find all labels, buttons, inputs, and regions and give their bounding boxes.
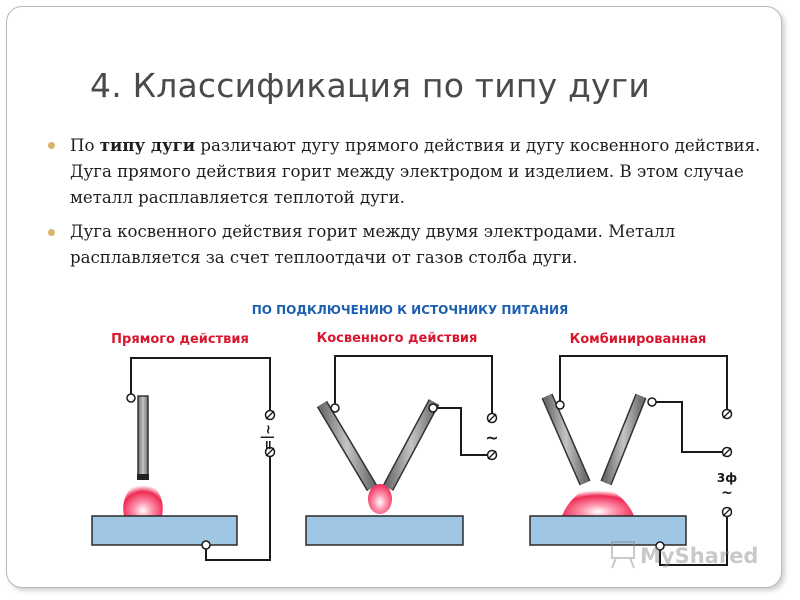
workpiece-indirect: [305, 515, 464, 546]
bullet-text-pre: По: [70, 136, 100, 155]
wire-combined: [559, 355, 728, 566]
terminal-node: [655, 541, 665, 551]
electrode-tip: [137, 474, 149, 480]
workpiece-combined: [529, 515, 687, 546]
electrode-left: [318, 401, 376, 491]
workpiece-direct: [91, 515, 238, 546]
presentation-icon: [611, 541, 635, 559]
bullet-dot-icon: [48, 142, 55, 149]
terminal-node: [330, 403, 340, 413]
terminal-node: [201, 540, 211, 550]
wire-direct: [130, 357, 271, 561]
terminal-node: [647, 397, 657, 407]
bullet-item: Дуга косвенного действия горит между дву…: [46, 219, 776, 271]
panel-label-combined: Комбинированная: [570, 332, 707, 347]
watermark: MyShared: [611, 541, 758, 569]
panel-label-direct: Прямого действия: [111, 332, 249, 347]
terminal-node: [126, 393, 136, 403]
arc-combined: [562, 486, 634, 516]
bullet-dot-icon: [48, 229, 55, 236]
panel-combined: Комбинированная 3ф ~: [529, 332, 737, 566]
watermark-text: MyShared: [640, 544, 758, 568]
panel-direct: Прямого действия ~|=: [91, 332, 276, 561]
source-symbol-combined: 3ф: [717, 471, 737, 485]
bullet-list: По типу дуги различают дугу прямого дейс…: [46, 132, 776, 279]
arc-indirect: [368, 484, 392, 514]
wire-indirect: [334, 355, 493, 456]
panel-indirect: Косвенного действия ~: [305, 331, 499, 546]
source-symbol-direct: ~|=: [260, 424, 275, 451]
terminal-node: [428, 403, 438, 413]
arc-direct: [123, 480, 163, 516]
bullet-item: По типу дуги различают дугу прямого дейс…: [46, 132, 776, 211]
bullet-text-post: различают дугу прямого действия и дугу к…: [70, 136, 761, 207]
bullet-text-bold: типу дуги: [99, 135, 196, 155]
diagram-header: ПО ПОДКЛЮЧЕНИЮ К ИСТОЧНИКУ ПИТАНИЯ: [252, 303, 569, 317]
panel-label-indirect: Косвенного действия: [317, 331, 478, 346]
electrode-right: [601, 394, 646, 485]
terminal-node: [555, 400, 565, 410]
electrode-right: [384, 399, 438, 491]
source-symbol-indirect: ~: [485, 428, 498, 447]
slide-title: 4. Классификация по типу дуги: [90, 66, 650, 105]
source-symbol-combined-wave: ~: [721, 485, 733, 501]
bullet-text-pre: Дуга косвенного действия горит между дву…: [70, 222, 676, 267]
electrode-left: [542, 394, 590, 485]
electrode-direct: [137, 395, 149, 477]
